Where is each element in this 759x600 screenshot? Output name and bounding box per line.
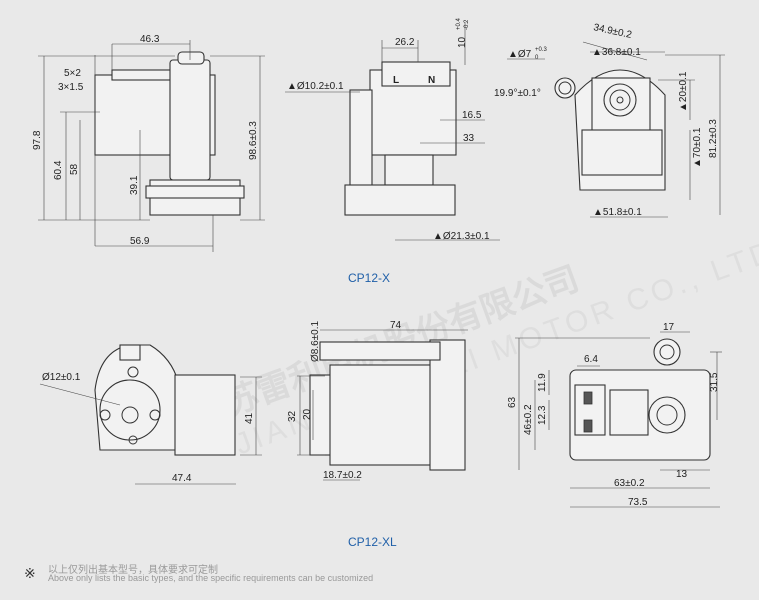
cp12xl-title: CP12-XL: [348, 535, 397, 549]
dim-74: 74: [390, 320, 402, 331]
dim-41: 41: [244, 412, 255, 424]
dim-angle-19-9: 19.9°±0.1°: [494, 88, 541, 99]
dim-18-7: 18.7±0.2: [323, 470, 362, 481]
note-symbol-icon: ※: [24, 565, 36, 581]
dim-46: 46±0.2: [523, 404, 534, 435]
cp12x-top-view: 34.9±0.2 ▲Ø7 +0.3 0 ▲36.8±0.1 19.9°±0.1°…: [494, 22, 725, 218]
dim-39-1: 39.1: [129, 175, 140, 195]
label-n: N: [428, 75, 435, 86]
dim-32: 32: [287, 410, 298, 422]
dim-pin-3x1-5: 3×1.5: [58, 82, 84, 93]
dim-dia-12: Ø12±0.1: [42, 372, 81, 383]
dim-46-3: 46.3: [140, 34, 160, 45]
cp12xl-middle-view: 74 Ø8.6±0.1 32 20 18.7±0.2: [287, 320, 468, 481]
cp12x-title: CP12-X: [348, 271, 390, 285]
footnote-cn: 以上仅列出基本型号，具体要求可定制: [48, 565, 218, 576]
dim-12-3: 12.3: [537, 405, 548, 425]
dim-63-mid: 63±0.2: [614, 478, 645, 489]
dim-56-9: 56.9: [130, 236, 150, 247]
dim-20: ▲20±0.1: [678, 71, 689, 112]
dim-33: 33: [463, 133, 475, 144]
dim-20: 20: [302, 408, 313, 420]
dim-60-4: 60.4: [53, 160, 64, 180]
dim-73-5: 73.5: [628, 497, 648, 508]
label-l: L: [393, 75, 399, 86]
cp12xl-right-view: 17 6.4 11.9 63 46±0.2 12.3 31.5 13 63±0.…: [507, 322, 722, 508]
dim-10-tol-up: +0.4: [456, 17, 462, 30]
dim-dia-7: ▲Ø7: [508, 49, 532, 60]
dim-dia-8-6: Ø8.6±0.1: [310, 320, 321, 362]
dim-81-2: 81.2±0.3: [708, 119, 719, 158]
dim-31-5: 31.5: [709, 372, 720, 392]
dim-17: 17: [663, 322, 675, 333]
dim-70: ▲70±0.1: [692, 127, 703, 168]
dim-98-6: 98.6±0.3: [248, 121, 259, 160]
dim-6-4: 6.4: [584, 354, 598, 365]
dim-10-tol-dn: -0.2: [464, 19, 470, 30]
dim-dia-7-tol-dn: 0: [535, 55, 539, 61]
dim-10: 10: [457, 36, 468, 48]
dim-26-2: 26.2: [395, 37, 415, 48]
footnote-en: Above only lists the basic types, and th…: [48, 573, 374, 583]
dim-dia-21-3: ▲Ø21.3±0.1: [433, 231, 490, 242]
cp12xl-left-view: Ø12±0.1 41 47.4: [39, 344, 262, 485]
dim-dia-10-2: ▲Ø10.2±0.1: [287, 81, 344, 92]
dim-16-5: 16.5: [462, 110, 482, 121]
dim-47-4: 47.4: [172, 473, 192, 484]
dim-36-8: ▲36.8±0.1: [592, 47, 641, 58]
dim-11-9: 11.9: [537, 373, 548, 392]
dim-pin-5x2: 5×2: [64, 68, 81, 79]
dim-51-8: ▲51.8±0.1: [593, 207, 642, 218]
dim-34-9: 34.9±0.2: [592, 22, 633, 41]
cp12x-front-view: L N 26.2 10 +0.4 -0.2 ▲Ø10.2±0.1 16.5 33…: [285, 17, 500, 242]
cp12x-side-view: 46.3 5×2 3×1.5 97.8 60.4 58 39.1 98.6±0.…: [32, 34, 265, 252]
dim-97-8: 97.8: [32, 130, 43, 150]
dim-13: 13: [676, 469, 688, 480]
dim-dia-7-tol-up: +0.3: [535, 47, 548, 53]
dim-63: 63: [507, 396, 518, 408]
dim-58: 58: [69, 163, 80, 175]
